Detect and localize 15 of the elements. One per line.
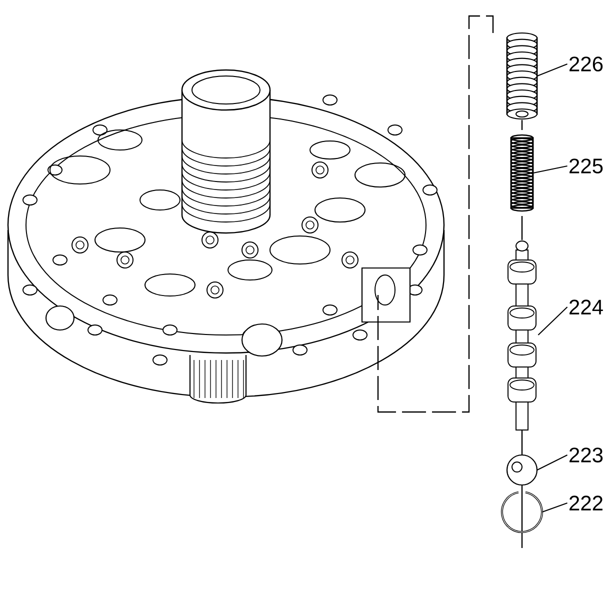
valve-drawing: [508, 240, 536, 430]
leader-line: [536, 454, 568, 470]
callout-number: 222: [570, 496, 602, 510]
leader-line: [538, 306, 568, 336]
plug-drawing: [506, 454, 538, 486]
snap-ring-drawing: [501, 491, 543, 533]
leader-line: [542, 502, 568, 513]
spring-drawing: [506, 32, 538, 120]
leader-line: [533, 165, 568, 174]
callout-number: 225: [570, 158, 603, 174]
leader-line: [537, 63, 568, 77]
callout-number: 226: [570, 56, 603, 72]
spring-drawing: [510, 134, 534, 212]
callout-number: 224: [570, 300, 603, 314]
callout-number: 223: [570, 448, 603, 462]
